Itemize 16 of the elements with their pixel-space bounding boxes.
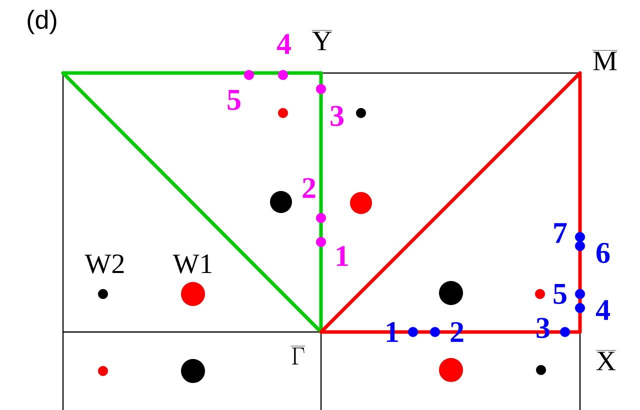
symmetry-point-label: $\overline{\mathrm{M}}$ xyxy=(592,50,618,70)
point-number: 3 xyxy=(330,106,344,126)
point-number: 2 xyxy=(302,178,316,198)
point-number: 4 xyxy=(596,300,610,320)
point-number: 4 xyxy=(276,34,291,54)
panel-label: (d) xyxy=(28,10,56,34)
point-number: 1 xyxy=(336,246,348,266)
point-number: 7 xyxy=(554,223,567,243)
point-label: W2 xyxy=(84,254,124,274)
symmetry-point-label: $\overline{\Gamma}$ xyxy=(290,346,306,364)
point-number: 6 xyxy=(596,242,610,264)
symmetry-point-label: $\overline{\mathrm{Y}}$ xyxy=(312,30,332,50)
symmetry-point-label: $\overline{\mathrm{X}}$ xyxy=(596,350,616,370)
point-number: 5 xyxy=(554,284,566,304)
point-number: 5 xyxy=(228,90,240,110)
point-label: W1 xyxy=(172,254,212,274)
